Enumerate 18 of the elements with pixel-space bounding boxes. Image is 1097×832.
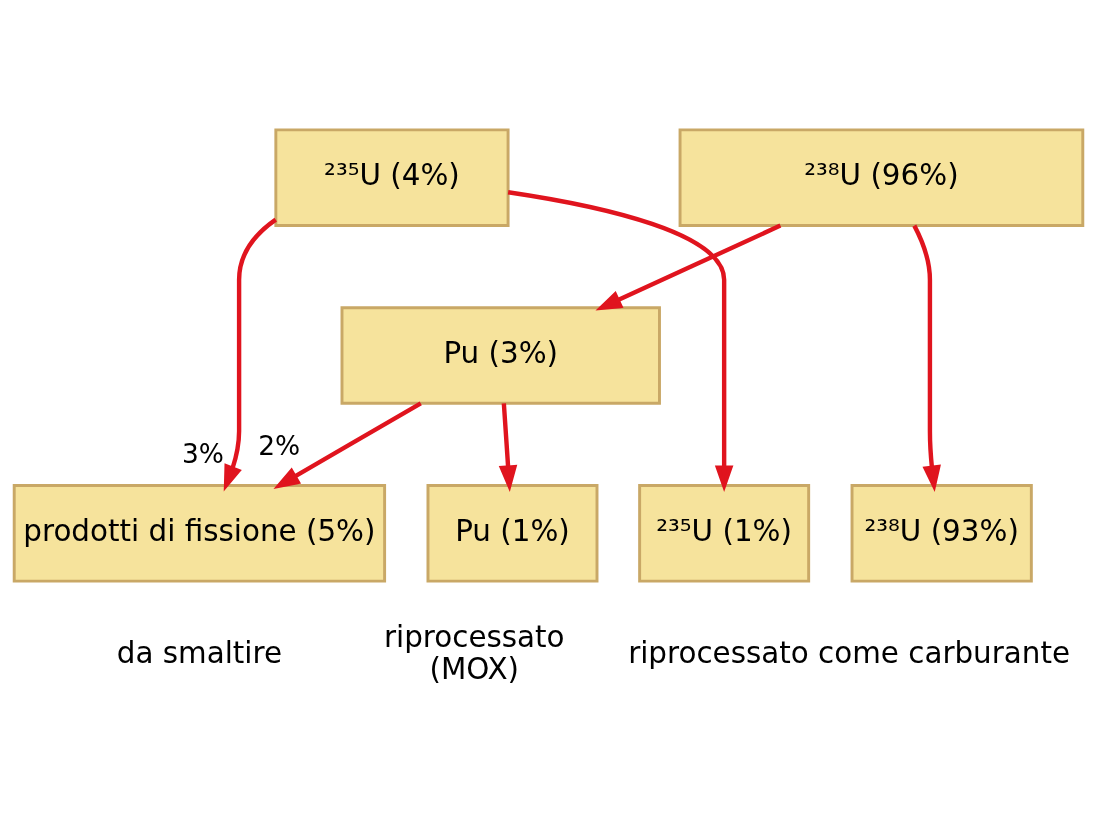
node-box: Pu (1%) (426, 483, 599, 583)
arrow (498, 402, 518, 492)
arrow (507, 189, 734, 492)
node-label: da smaltire (116, 635, 283, 670)
arrow (595, 223, 782, 310)
node-box: ²³⁸U (93%) (850, 483, 1033, 583)
arrow (912, 224, 941, 492)
node-box: Pu (3%) (340, 305, 661, 405)
node-box: ²³⁸U (96%) (678, 127, 1085, 227)
label: riprocessato come carburante (628, 635, 1071, 670)
node-box: prodotti di fissione (5%) (12, 483, 387, 583)
arrow (273, 401, 422, 489)
node-box: ²³⁵U (1%) (638, 483, 811, 583)
node-box: ²³⁵U (4%) (274, 127, 510, 227)
edge-label: 3% (181, 437, 224, 469)
arrow (223, 217, 277, 491)
edge-label: 2% (258, 429, 301, 461)
node-label: riprocessato (MOX) (383, 619, 565, 686)
